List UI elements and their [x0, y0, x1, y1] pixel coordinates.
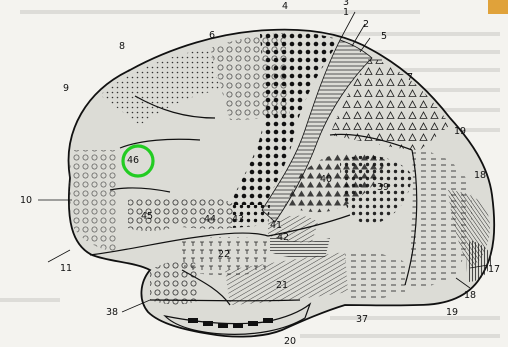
area-label-10: 10	[20, 195, 32, 206]
area-label-42: 42	[277, 232, 289, 243]
corner-tab	[488, 0, 508, 14]
area-label-9: 9	[63, 83, 69, 94]
area-label-7: 7	[407, 72, 413, 83]
area-label-38: 38	[106, 307, 118, 318]
area-label-18a: 18	[474, 170, 486, 181]
area-label-4: 4	[282, 1, 288, 12]
area-label-43: 43	[232, 214, 244, 225]
area-label-39: 39	[377, 182, 389, 193]
area-label-20: 20	[284, 336, 296, 347]
area-label-19a: 19	[454, 126, 466, 137]
area-label-22: 22	[218, 249, 230, 260]
area-label-19b: 19	[446, 307, 458, 318]
area-label-5: 5	[381, 31, 387, 42]
area-label-2: 2	[363, 19, 369, 30]
area-label-37: 37	[356, 314, 368, 325]
area-label-6: 6	[209, 30, 215, 41]
area-label-41: 41	[270, 220, 282, 231]
area-44-region	[170, 197, 235, 229]
area-label-11: 11	[60, 263, 72, 274]
area-label-45: 45	[141, 211, 153, 222]
area-label-8: 8	[119, 41, 125, 52]
area-label-17: 17	[488, 264, 500, 275]
area-label-1: 1	[343, 7, 349, 18]
area-label-40: 40	[320, 174, 332, 185]
area-37-region	[345, 252, 405, 302]
area-label-21: 21	[276, 280, 288, 291]
area-label-18b: 18	[464, 290, 476, 301]
area-38-region	[150, 260, 200, 304]
area-label-44: 44	[204, 214, 216, 225]
area-label-3: 3	[343, 0, 349, 8]
area-label-46: 46	[127, 155, 139, 166]
